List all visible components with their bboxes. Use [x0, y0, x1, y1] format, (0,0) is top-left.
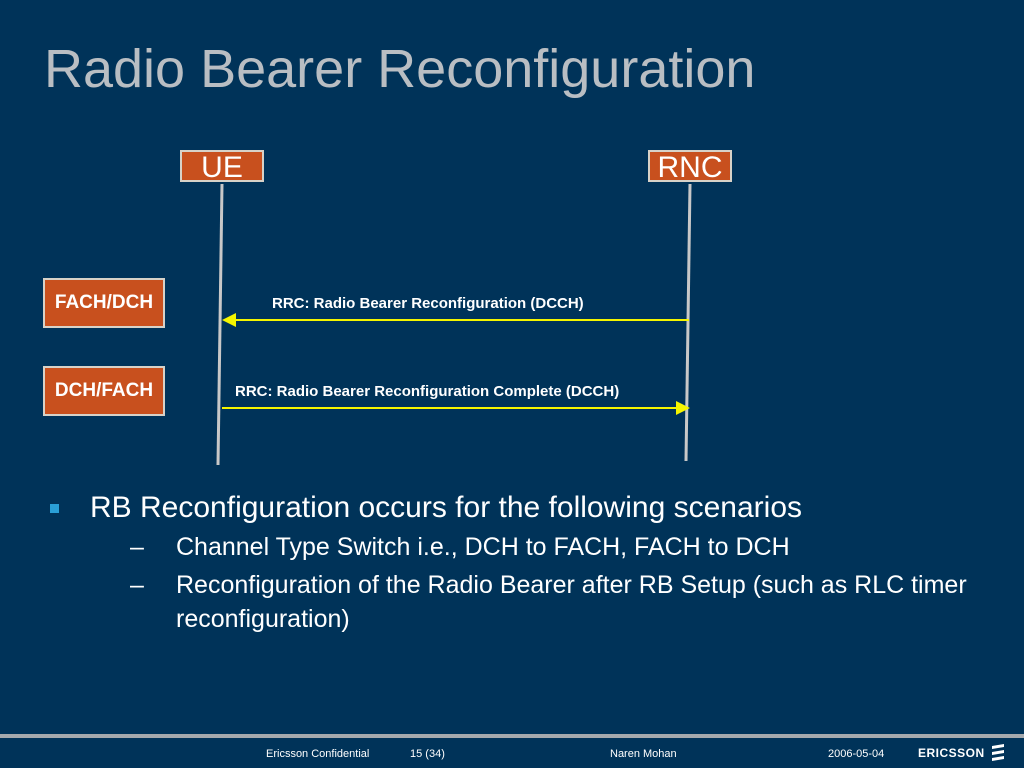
message-rb-reconfiguration-complete: RRC: Radio Bearer Reconfiguration Comple… [235, 383, 620, 400]
message-rb-reconfiguration: RRC: Radio Bearer Reconfiguration (DCCH) [272, 295, 584, 312]
bullet-sub-1: – Channel Type Switch i.e., DCH to FACH,… [48, 530, 988, 564]
bullet-list: RB Reconfiguration occurs for the follow… [48, 490, 988, 636]
footer-author: Naren Mohan [610, 748, 677, 760]
bullet-main: RB Reconfiguration occurs for the follow… [48, 490, 988, 526]
arrowhead-left [222, 313, 236, 327]
logo-text: ERICSSON [918, 746, 985, 760]
state-fach-dch: FACH/DCH [43, 278, 165, 328]
ericsson-logo-icon [991, 744, 1004, 761]
rnc-lifeline [684, 183, 692, 462]
slide-title: Radio Bearer Reconfiguration [44, 39, 756, 99]
footer-divider [0, 734, 1024, 738]
arrowhead-right [676, 401, 690, 415]
ue-lifeline [216, 183, 224, 466]
footer-page-number: 15 (34) [410, 748, 445, 760]
state-dch-fach: DCH/FACH [43, 366, 165, 416]
rnc-node: RNC [648, 150, 732, 184]
bullet-sub-2-text: Reconfiguration of the Radio Bearer afte… [176, 571, 967, 633]
bullet-square-icon [50, 504, 59, 513]
ericsson-logo: ERICSSON [918, 744, 1005, 762]
ue-node: UE [180, 150, 264, 184]
bullet-dash: – [130, 571, 144, 599]
bullet-main-text: RB Reconfiguration occurs for the follow… [90, 491, 803, 524]
footer-date: 2006-05-04 [828, 748, 885, 760]
bullet-sub-2: – Reconfiguration of the Radio Bearer af… [48, 568, 988, 636]
footer-confidential: Ericsson Confidential [266, 748, 370, 760]
bullet-sub-1-text: Channel Type Switch i.e., DCH to FACH, F… [176, 533, 790, 561]
bullet-dash: – [130, 533, 144, 561]
